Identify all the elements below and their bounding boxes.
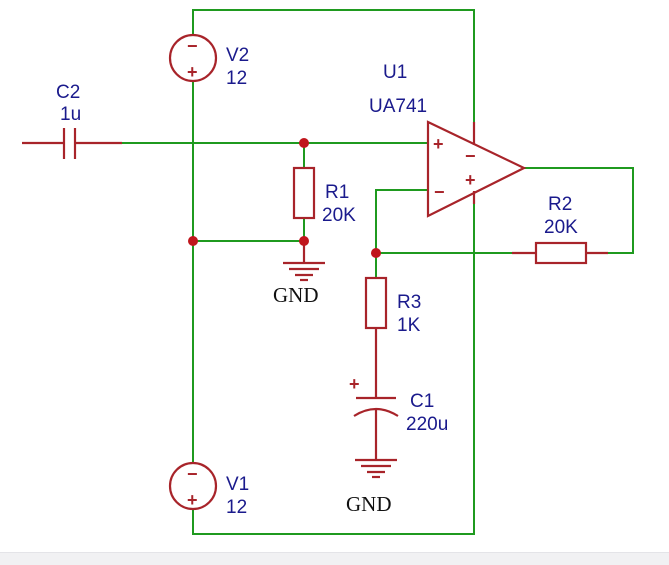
r1-ref-label: R1 bbox=[325, 182, 349, 203]
r2-value-label: 20K bbox=[544, 217, 578, 238]
junction-feedback bbox=[371, 248, 381, 258]
wires bbox=[122, 9, 634, 535]
ground-symbol-2 bbox=[355, 458, 397, 479]
c1-ref-label: C1 bbox=[410, 391, 434, 412]
u1-noninverting-sign: + bbox=[433, 134, 444, 154]
r1-value-label: 20K bbox=[322, 205, 356, 226]
opamp-u1: + − − + bbox=[426, 120, 527, 218]
wire-bottom-rail bbox=[192, 204, 475, 535]
wire-r1-gnd-link bbox=[193, 218, 305, 242]
junction-left-rail bbox=[188, 236, 198, 246]
voltage-source-v2: − + bbox=[168, 33, 218, 83]
c1-value-label: 220u bbox=[406, 414, 448, 435]
c2-ref-label: C2 bbox=[56, 82, 80, 103]
v2-value-label: 12 bbox=[226, 68, 247, 89]
resistor-r3 bbox=[364, 276, 388, 398]
junction-input-r1 bbox=[299, 138, 309, 148]
capacitor-c2 bbox=[22, 128, 122, 159]
u1-ref-label: U1 bbox=[383, 62, 407, 83]
v1-ref-label: V1 bbox=[226, 474, 249, 495]
v1-value-label: 12 bbox=[226, 497, 247, 518]
gnd-label-1: GND bbox=[273, 283, 319, 307]
junctions bbox=[188, 138, 381, 258]
r3-ref-label: R3 bbox=[397, 292, 421, 313]
bottom-edge-strip bbox=[0, 552, 669, 565]
u1-part-label: UA741 bbox=[369, 96, 427, 117]
gnd-label-2: GND bbox=[346, 492, 392, 516]
r3-value-label: 1K bbox=[397, 315, 421, 336]
r2-ref-label: R2 bbox=[548, 194, 572, 215]
capacitor-c1: + bbox=[349, 374, 399, 460]
u1-vpos-sign: + bbox=[465, 170, 476, 190]
wire-r2-output bbox=[524, 167, 634, 254]
c1-plus-sign: + bbox=[349, 374, 360, 394]
resistor-r2 bbox=[512, 241, 608, 265]
v2-plus-sign: + bbox=[187, 62, 198, 82]
v2-ref-label: V2 bbox=[226, 45, 249, 66]
ground-symbol-1 bbox=[283, 241, 325, 282]
voltage-source-v1: − + bbox=[168, 461, 218, 511]
v1-plus-sign: + bbox=[187, 490, 198, 510]
wire-top-rail bbox=[192, 9, 475, 122]
wire-inverting-input bbox=[375, 189, 428, 253]
resistor-r1 bbox=[292, 166, 316, 220]
c2-value-label: 1u bbox=[60, 104, 81, 125]
junction-r1-gnd bbox=[299, 236, 309, 246]
v1-minus-sign: − bbox=[187, 464, 198, 484]
u1-inverting-sign: − bbox=[434, 182, 445, 202]
v2-minus-sign: − bbox=[187, 36, 198, 56]
u1-vneg-sign: − bbox=[465, 146, 476, 166]
